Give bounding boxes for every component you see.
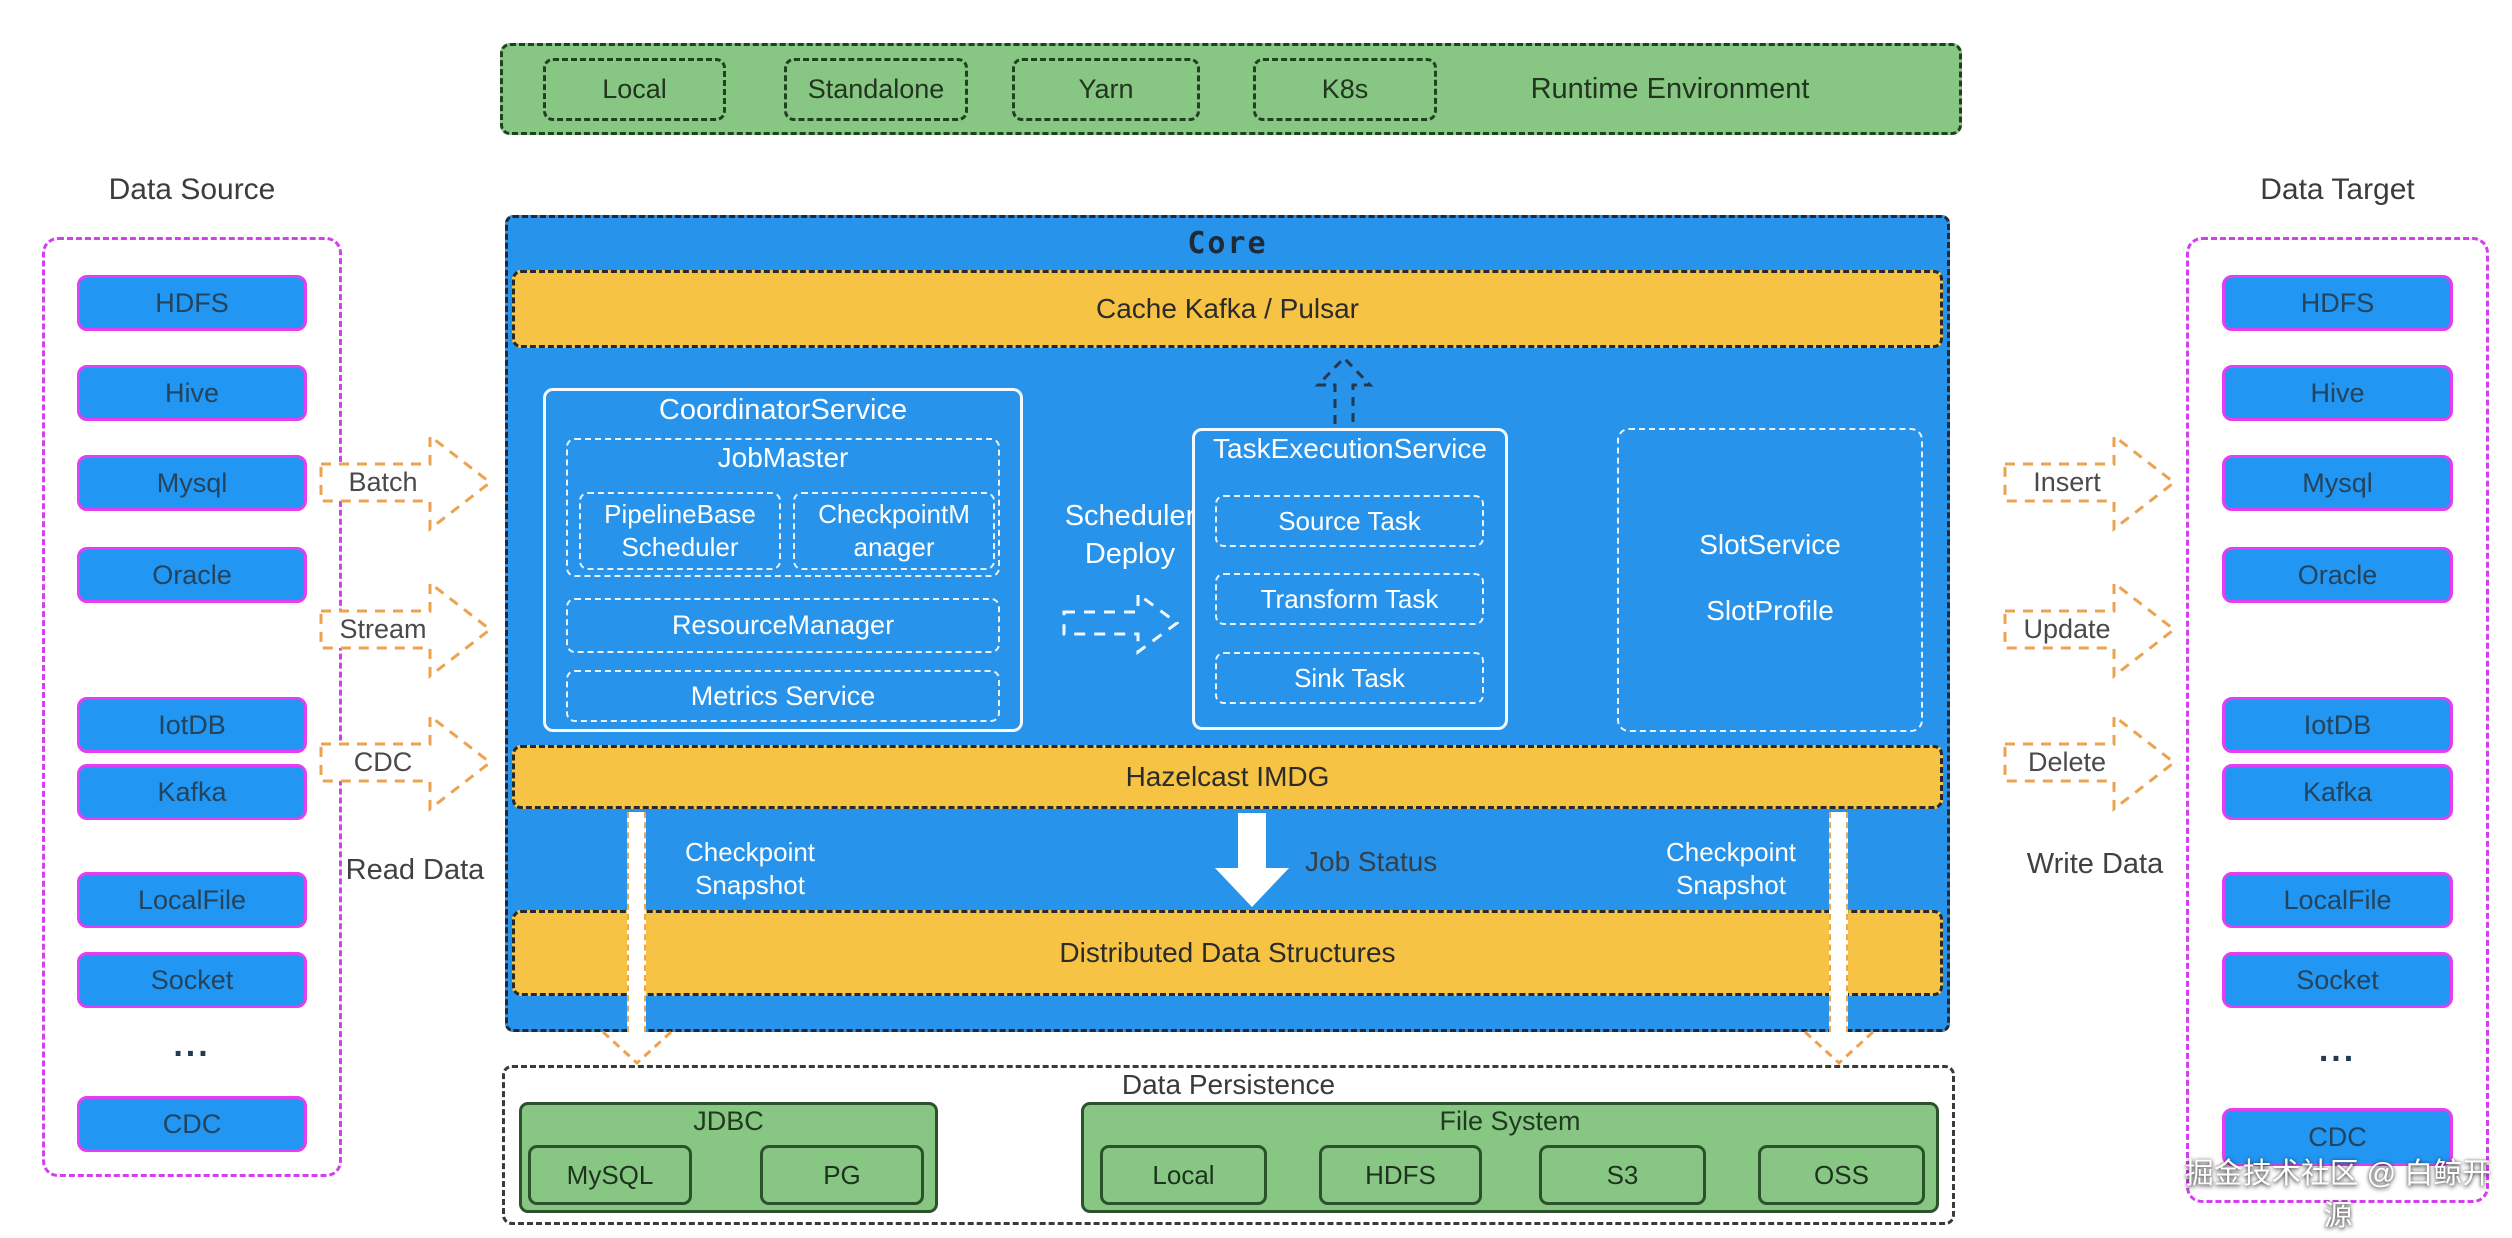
delete-arrow: Delete [2002, 710, 2177, 815]
source-item-ellipsis: ... [173, 1025, 211, 1064]
task-execution-service-title: TaskExecutionService [1213, 433, 1487, 464]
pipeline-base-scheduler-box: PipelineBase Scheduler [579, 492, 781, 570]
block-arrow-right-icon [2003, 712, 2177, 813]
update-arrow: Update [2002, 577, 2177, 682]
block-arrow-right-icon [319, 579, 493, 680]
persist-arrowhead-right-icon [1803, 1030, 1875, 1066]
checkpoint-manager-box: CheckpointManager [793, 492, 995, 570]
metrics-service-box: Metrics Service [566, 670, 1000, 722]
data-source-panel [42, 237, 342, 1177]
transform-task-box: Transform Task [1215, 573, 1484, 625]
checkpoint-snapshot-left-label: Checkpoint Snapshot [684, 837, 816, 900]
jdbc-item-mysql: MySQL [528, 1145, 692, 1205]
slot-service-box [1617, 428, 1923, 732]
source-item-localfile: LocalFile [77, 872, 307, 928]
resource-manager-box: ResourceManager [566, 598, 1000, 653]
job-master-title: JobMaster [717, 442, 849, 473]
scheduler-deploy-label: Scheduler Deploy [1064, 500, 1196, 570]
source-item-mysql: Mysql [77, 455, 307, 511]
data-target-title: Data Target [2260, 173, 2415, 206]
target-item-cdc: CDC [2222, 1108, 2453, 1166]
target-item-mysql: Mysql [2222, 455, 2453, 511]
source-item-hive: Hive [77, 365, 307, 421]
task-execution-service-box [1192, 428, 1508, 730]
fs-item-s3: S3 [1539, 1145, 1706, 1205]
slot-profile-label: SlotProfile [1706, 595, 1834, 626]
job-status-label: Job Status [1305, 846, 1438, 877]
data-source-title: Data Source [108, 173, 276, 206]
insert-arrow: Insert [2002, 430, 2177, 535]
coordinator-service-box [543, 388, 1023, 732]
coordinator-service-title: CoordinatorService [658, 393, 908, 426]
sink-task-box: Sink Task [1215, 652, 1484, 704]
read-data-caption: Read Data [345, 853, 485, 886]
update-arrow-label: Update [2023, 614, 2111, 644]
block-arrow-right-icon [2003, 579, 2177, 680]
target-item-ellipsis: ... [2318, 1030, 2357, 1069]
source-item-cdc: CDC [77, 1096, 307, 1152]
source-item-iotdb: IotDB [77, 697, 307, 753]
source-task-box: Source Task [1215, 495, 1484, 547]
checkpoint-line-right [1829, 812, 1848, 1032]
job-status-arrow-icon [1215, 813, 1289, 907]
checkpoint-line-left [627, 812, 646, 1032]
cdc-arrow: CDC [318, 710, 493, 815]
source-item-socket: Socket [77, 952, 307, 1008]
watermark: 掘金技术社区 @ 白鲸开源 [2184, 1158, 2492, 1232]
insert-arrow-label: Insert [2033, 467, 2101, 497]
runtime-item-standalone: Standalone [784, 58, 968, 121]
stream-arrow-label: Stream [339, 614, 427, 644]
runtime-environment-label: Runtime Environment [1530, 73, 1810, 105]
jdbc-title: JDBC [693, 1105, 764, 1136]
fs-item-local: Local [1100, 1145, 1267, 1205]
jdbc-item-pg: PG [760, 1145, 924, 1205]
source-item-hdfs: HDFS [77, 275, 307, 331]
runtime-item-yarn: Yarn [1012, 58, 1200, 121]
batch-arrow-label: Batch [348, 467, 418, 497]
source-item-kafka: Kafka [77, 764, 307, 820]
write-data-caption: Write Data [2026, 847, 2164, 880]
runtime-item-k8s: K8s [1253, 58, 1437, 121]
target-item-localfile: LocalFile [2222, 872, 2453, 928]
runtime-item-local: Local [543, 58, 726, 121]
target-item-oracle: Oracle [2222, 547, 2453, 603]
source-item-oracle: Oracle [77, 547, 307, 603]
file-system-title: File System [1439, 1105, 1581, 1136]
fs-item-oss: OSS [1758, 1145, 1925, 1205]
block-arrow-right-icon [319, 432, 493, 533]
hazelcast-imdg-bar: Hazelcast IMDG [512, 745, 1943, 809]
data-target-panel [2186, 237, 2489, 1203]
deploy-dashed-arrow-icon [1062, 591, 1180, 655]
target-item-socket: Socket [2222, 952, 2453, 1008]
cache-up-arrow-icon [1314, 355, 1374, 424]
job-master-box [566, 438, 1000, 577]
delete-arrow-label: Delete [2027, 747, 2107, 777]
checkpoint-snapshot-right-label: Checkpoint Snapshot [1665, 837, 1797, 900]
distributed-data-structures-bar: Distributed Data Structures [512, 910, 1943, 996]
target-item-hive: Hive [2222, 365, 2453, 421]
cdc-arrow-label: CDC [353, 747, 413, 777]
core-title: Core [1187, 225, 1268, 261]
data-persistence-title: Data Persistence [1121, 1069, 1336, 1100]
persist-arrowhead-left-icon [601, 1030, 673, 1066]
batch-arrow: Batch [318, 430, 493, 535]
data-persistence-container [502, 1065, 1955, 1225]
target-item-kafka: Kafka [2222, 764, 2453, 820]
cache-kafka-pulsar-bar: Cache Kafka / Pulsar [512, 270, 1943, 348]
slot-service-label: SlotService [1699, 529, 1841, 560]
target-item-hdfs: HDFS [2222, 275, 2453, 331]
runtime-environment-bar [500, 43, 1962, 135]
stream-arrow: Stream [318, 577, 493, 682]
block-arrow-right-icon [2003, 432, 2177, 533]
fs-item-hdfs: HDFS [1319, 1145, 1482, 1205]
target-item-iotdb: IotDB [2222, 697, 2453, 753]
block-arrow-right-icon [319, 712, 493, 813]
